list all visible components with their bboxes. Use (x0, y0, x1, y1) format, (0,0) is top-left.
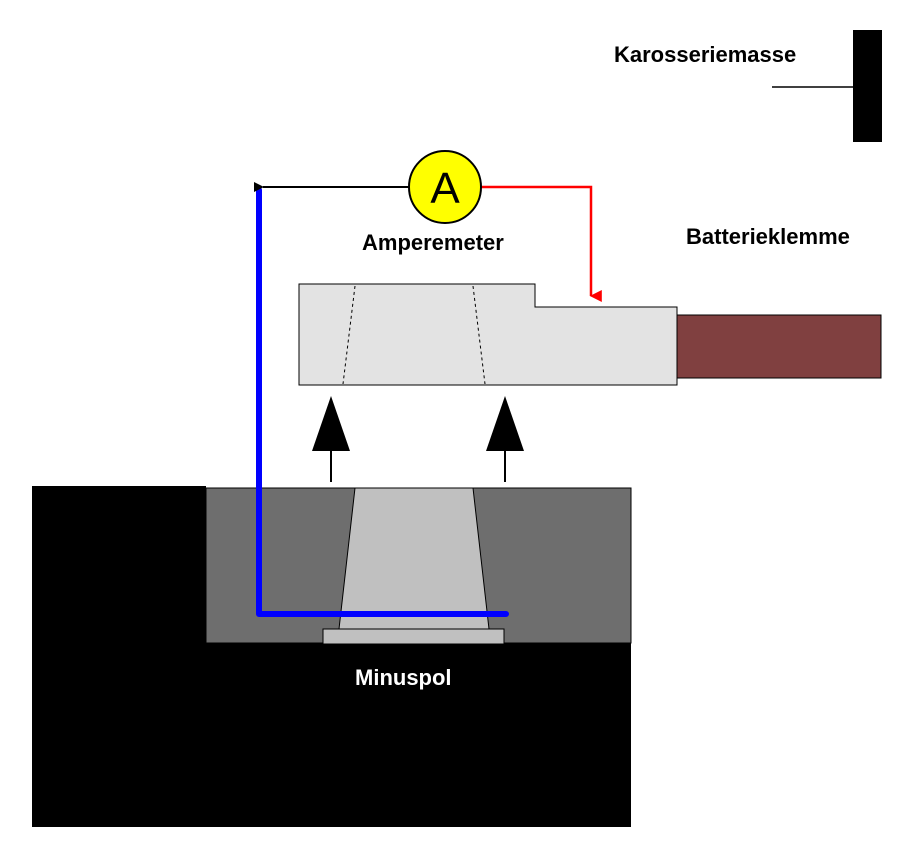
ground-bar-icon (853, 30, 882, 142)
ammeter-icon: A (408, 150, 482, 224)
ammeter-symbol: A (430, 164, 460, 213)
red-wire (481, 185, 602, 302)
battery: Minuspol (32, 486, 632, 827)
clamp-bore-right (472, 285, 486, 385)
clamp-cable (676, 314, 882, 379)
battery-body (32, 486, 631, 827)
negative-terminal-label: Minuspol (355, 665, 452, 690)
body-ground: Karosseriemasse (614, 30, 882, 142)
arrow-up-icon (486, 396, 524, 482)
blue-wire (256, 187, 509, 617)
clamp-body (298, 283, 678, 386)
clamp-bore-left (342, 285, 356, 385)
lift-arrows (312, 396, 524, 482)
negative-terminal-post (338, 487, 490, 630)
arrow-up-icon (312, 396, 350, 482)
measuring-circuit: A Amperemeter (254, 150, 602, 617)
battery-clamp: Batterieklemme (298, 224, 882, 386)
body-ground-label: Karosseriemasse (614, 42, 796, 67)
battery-clamp-label: Batterieklemme (686, 224, 850, 249)
ammeter-label: Amperemeter (362, 230, 504, 255)
terminal-post-base (322, 628, 505, 645)
